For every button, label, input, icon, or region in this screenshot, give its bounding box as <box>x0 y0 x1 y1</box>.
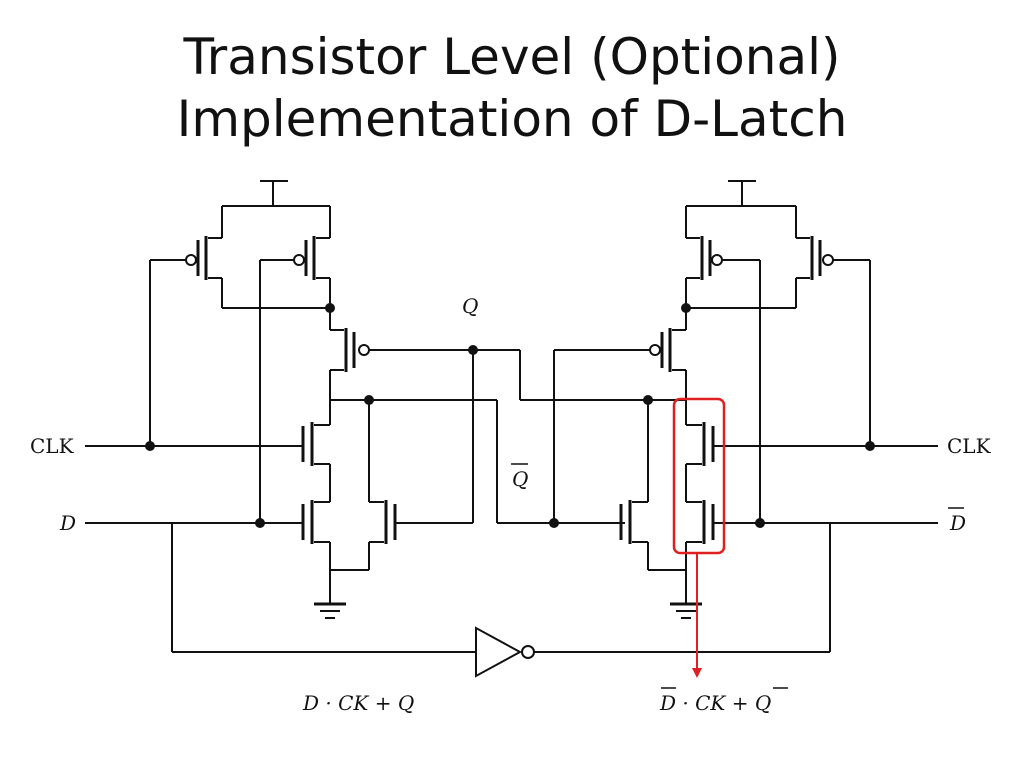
pmos-dbar-right <box>685 206 760 330</box>
clk-left-label: CLK <box>30 434 75 458</box>
junction <box>325 303 335 313</box>
title-line-1: Transistor Level (Optional) <box>183 28 841 86</box>
nmos-dbar-right <box>686 500 938 544</box>
nmos-q-left <box>368 350 474 570</box>
dbar-right-label: D <box>949 511 966 535</box>
d-left-label: D <box>59 511 76 535</box>
left-expression: D · CK + Q <box>302 691 414 715</box>
nmos-d-left <box>85 500 330 544</box>
pmos-qbar-right <box>553 328 687 523</box>
qbar-label: Q <box>512 467 528 491</box>
pmos-q-left <box>329 328 520 400</box>
nmos-qbar-right <box>619 400 686 571</box>
nmos-clk-left <box>85 422 330 466</box>
clk-left-dot <box>145 441 155 451</box>
left-half <box>85 180 520 619</box>
pmos-clk-left <box>150 206 223 308</box>
ground-left <box>314 602 346 619</box>
dbar-right-dot <box>755 518 765 528</box>
highlight-annotation <box>672 397 726 678</box>
right-half <box>553 180 938 619</box>
right-expression: D · CK + Q <box>659 691 771 715</box>
slide-title: Transistor Level (Optional) Implementati… <box>0 26 1024 150</box>
inverter <box>171 523 831 678</box>
highlight-arrow-head <box>692 668 702 678</box>
nmos-clk-right <box>686 422 938 466</box>
d-left-dot <box>255 518 265 528</box>
highlight-box <box>672 397 726 555</box>
q-label: Q <box>462 294 478 318</box>
pmos-d-left <box>260 206 331 330</box>
clk-right-label: CLK <box>947 434 992 458</box>
clk-right-dot <box>865 441 875 451</box>
title-line-2: Implementation of D-Latch <box>176 90 848 148</box>
pmos-clk-right <box>795 206 870 308</box>
cross-connection <box>496 350 686 528</box>
junction-right <box>681 303 691 313</box>
